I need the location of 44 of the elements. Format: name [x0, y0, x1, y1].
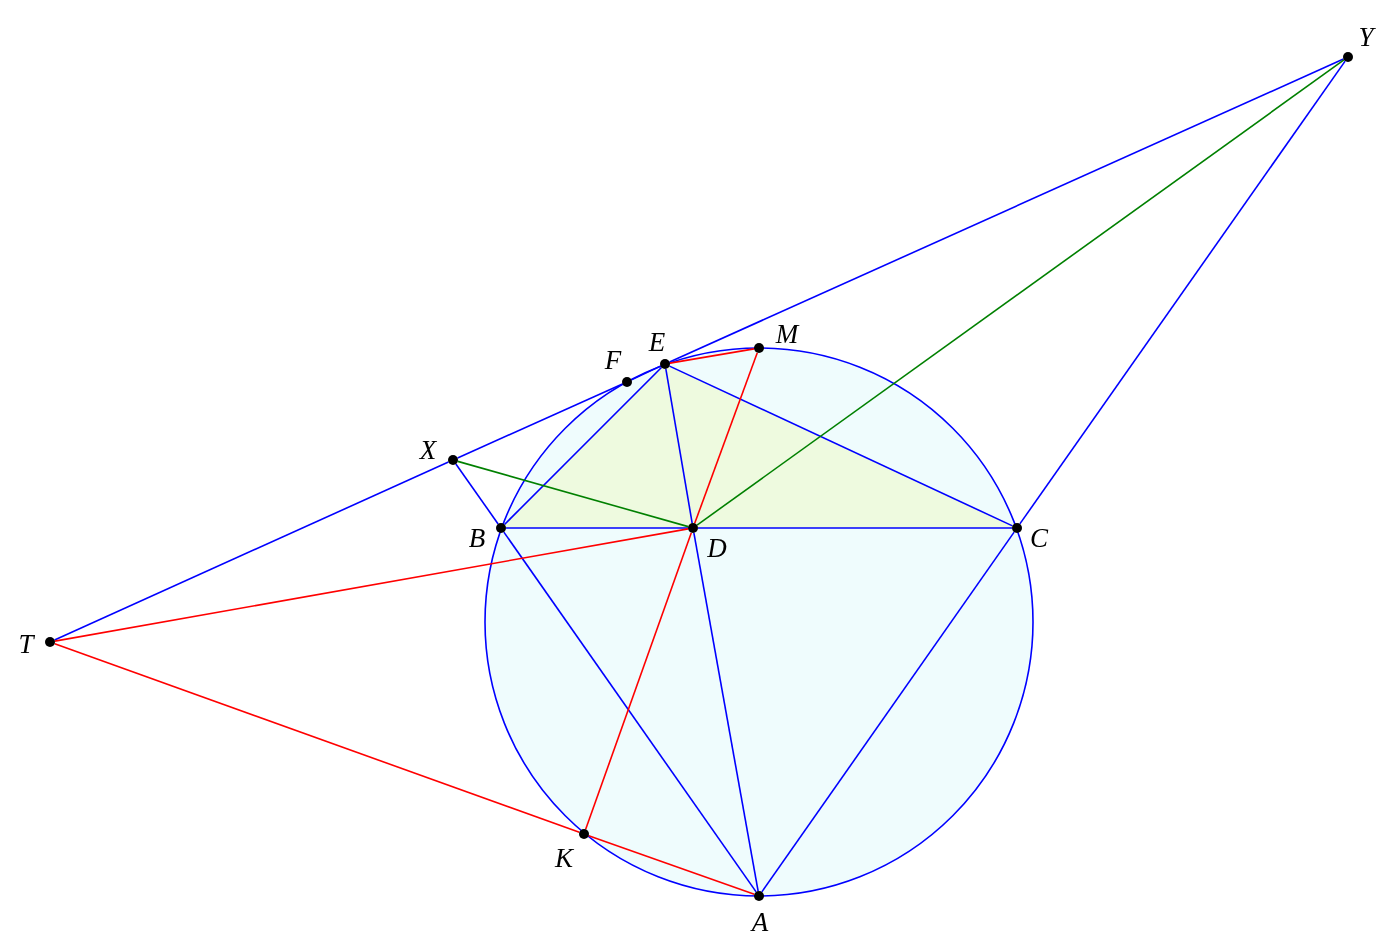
point-label: T	[18, 630, 34, 658]
point	[660, 359, 670, 369]
line-segment	[669, 348, 755, 364]
point-label: K	[555, 844, 573, 872]
line-segment	[693, 532, 759, 892]
line-segment	[53, 461, 450, 641]
line-segment	[505, 527, 689, 529]
line-segment	[503, 366, 663, 526]
point	[579, 829, 589, 839]
line-segment	[54, 528, 689, 642]
point	[1343, 52, 1353, 62]
line-segment	[630, 365, 662, 381]
line-segment	[1019, 60, 1346, 525]
line-segment	[455, 463, 499, 525]
line-segment	[456, 383, 624, 459]
line-segment	[457, 460, 689, 528]
line-segment	[665, 368, 693, 524]
point-label: M	[775, 320, 799, 348]
point-label: A	[751, 908, 769, 936]
point-label: Y	[1358, 23, 1374, 51]
line-segment	[696, 59, 1345, 526]
point	[688, 523, 698, 533]
line-segment	[584, 531, 693, 831]
point	[622, 377, 632, 387]
line-segment	[693, 351, 759, 525]
point-label: B	[468, 524, 486, 552]
point	[754, 891, 764, 901]
point	[1012, 523, 1022, 533]
line-segment	[668, 365, 1014, 527]
point-label: X	[419, 436, 437, 464]
point-label: D	[707, 534, 727, 562]
point	[45, 637, 55, 647]
line-segment	[668, 58, 1345, 363]
point-label: C	[1030, 524, 1048, 552]
line-segment	[53, 642, 581, 834]
point	[754, 343, 764, 353]
line-segment	[761, 531, 1015, 893]
line-segment	[503, 531, 757, 893]
point	[496, 523, 506, 533]
point-label: F	[604, 346, 622, 374]
point	[448, 455, 458, 465]
point-label: E	[648, 328, 666, 356]
line-segment	[697, 527, 1013, 529]
line-segment	[587, 834, 756, 896]
